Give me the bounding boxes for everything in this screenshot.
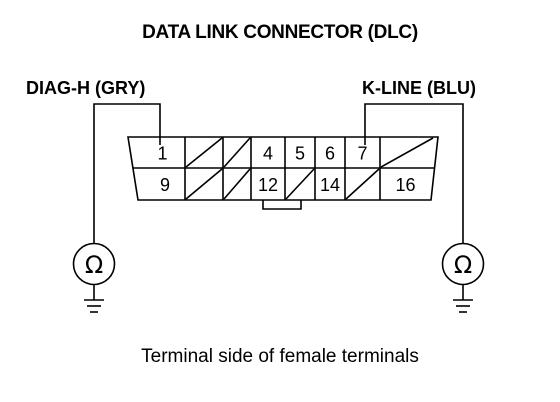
- left-ohmmeter-body: [72, 242, 116, 286]
- unused-terminal-slash: [185, 137, 223, 168]
- unused-terminal-slash: [345, 168, 380, 200]
- unused-terminal-slash: [223, 137, 251, 168]
- k-line-test-lead: [364, 103, 464, 243]
- terminal-1-label: 1: [157, 144, 167, 164]
- right-ohmmeter-body: [441, 242, 485, 286]
- terminal-9-label: 9: [160, 175, 170, 195]
- terminal-5-label: 5: [295, 144, 305, 164]
- diagram-caption: Terminal side of female terminals: [141, 346, 419, 367]
- terminal-12-label: 12: [258, 175, 278, 195]
- diagram-title: DATA LINK CONNECTOR (DLC): [142, 22, 418, 43]
- right-ohm-icon: Ω: [454, 251, 472, 279]
- connector-lock-tab: [262, 200, 302, 210]
- connector-housing: [127, 136, 439, 201]
- diag-h-test-lead: [93, 103, 161, 243]
- k-line-wire-label: K-LINE (BLU): [362, 78, 476, 98]
- diag-h-wire-label: DIAG-H (GRY): [26, 78, 146, 98]
- terminal-4-label: 4: [263, 144, 273, 164]
- unused-terminal-slash: [380, 137, 434, 168]
- left-ohm-icon: Ω: [85, 251, 103, 279]
- terminal-6-label: 6: [325, 144, 335, 164]
- terminal-7-label: 7: [357, 144, 367, 164]
- terminal-16-label: 16: [395, 175, 415, 195]
- unused-terminal-slash: [285, 168, 315, 200]
- unused-terminal-slash: [223, 168, 251, 200]
- right-ground-icon: [453, 299, 473, 313]
- left-ground-icon: [84, 299, 104, 313]
- unused-terminal-slash: [185, 168, 223, 200]
- terminal-14-label: 14: [320, 175, 340, 195]
